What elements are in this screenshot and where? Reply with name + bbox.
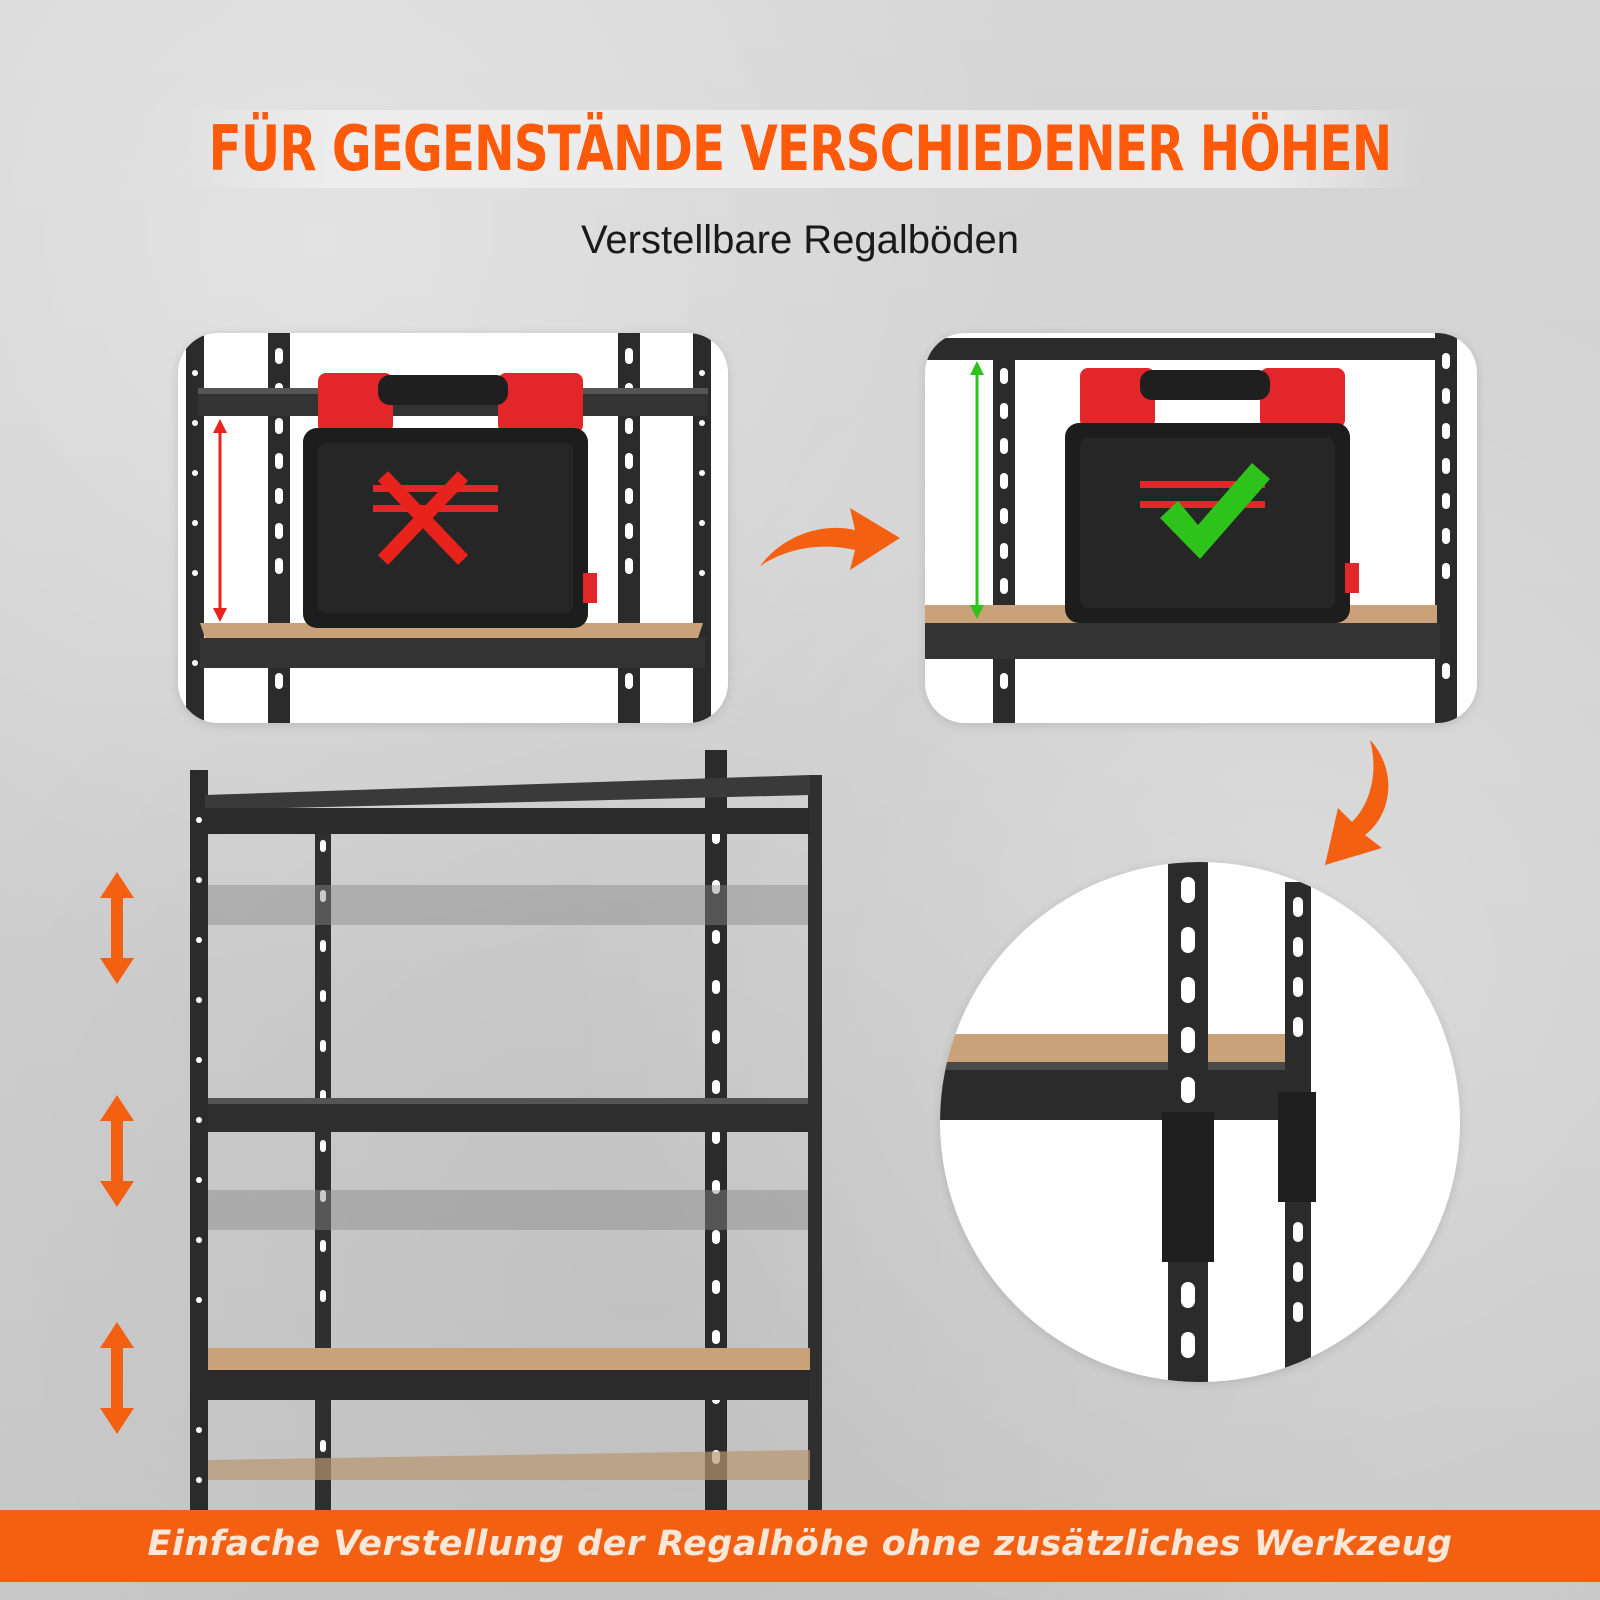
page-subtitle: Verstellbare Regalböden: [580, 218, 1020, 262]
panel-adjusted: [925, 333, 1477, 723]
panel-too-low: [178, 333, 728, 723]
cross-icon: [377, 471, 469, 565]
double-arrow-vertical-icon: [100, 1095, 134, 1207]
too-low-illustration: [186, 333, 711, 723]
shelving-unit-illustration: [190, 750, 822, 1510]
adjusted-illustration: [925, 333, 1457, 723]
title-highlight-band: [185, 110, 1420, 188]
zoom-detail-circle: [940, 862, 1460, 1382]
footer-caption: Einfache Verstellung der Regalhöhe ohne …: [147, 1524, 1453, 1564]
double-arrow-vertical-icon: [100, 1322, 134, 1434]
curved-arrow-down-icon: [1325, 740, 1389, 865]
page-title: FÜR GEGENSTÄNDE VERSCHIEDENER HÖHEN: [208, 112, 1393, 185]
double-arrow-vertical-icon: [100, 872, 134, 984]
shelf-connector-detail: [940, 862, 1316, 1382]
shelving-unit: [120, 750, 880, 1510]
check-icon: [1160, 463, 1270, 559]
footer-band: [0, 1510, 1600, 1582]
curved-arrow-icon: [760, 508, 900, 570]
